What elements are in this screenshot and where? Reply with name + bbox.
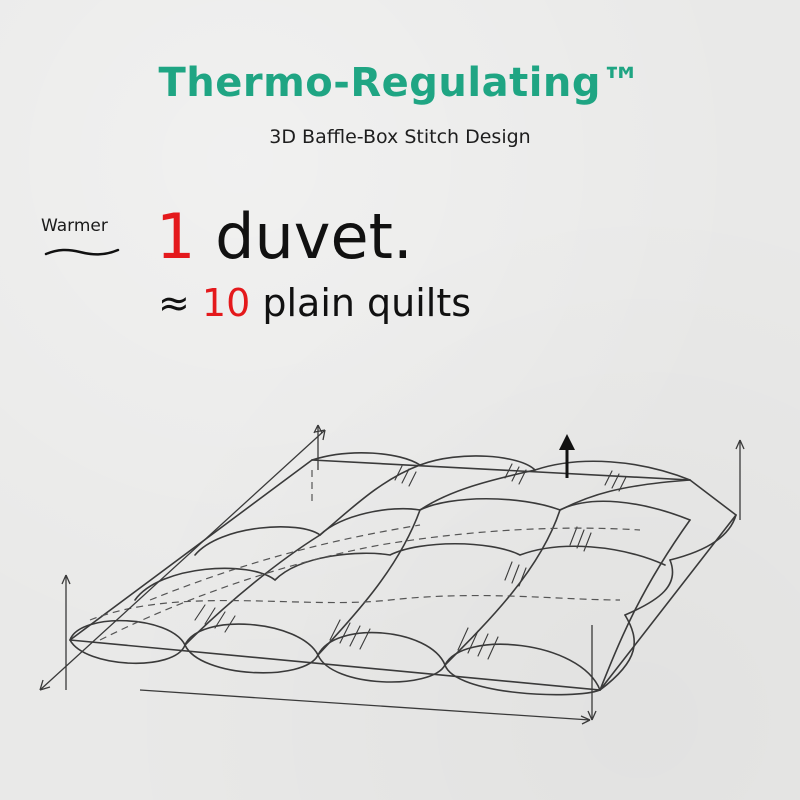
approx-symbol: ≈	[158, 281, 202, 325]
subline: ≈ 10 plain quilts	[158, 284, 471, 322]
sketch-outline	[69, 452, 737, 696]
duvet-text: duvet.	[195, 200, 413, 273]
warmer-underline-icon	[44, 248, 120, 256]
page-title: Thermo-Regulating™	[158, 60, 642, 106]
arrow-up-icon	[559, 434, 575, 478]
duvet-sketch	[39, 424, 745, 725]
dimension-arrow-icon	[39, 424, 745, 725]
duvet-count: 1	[156, 200, 196, 273]
warmer-label: Warmer	[41, 216, 108, 236]
quilt-count: 10	[201, 281, 251, 325]
headline: 1 duvet.	[156, 206, 413, 268]
sketch-dashed-lines	[89, 470, 641, 641]
quilt-text: plain quilts	[250, 281, 472, 325]
page-subtitle: 3D Baffle-Box Stitch Design	[269, 126, 531, 148]
